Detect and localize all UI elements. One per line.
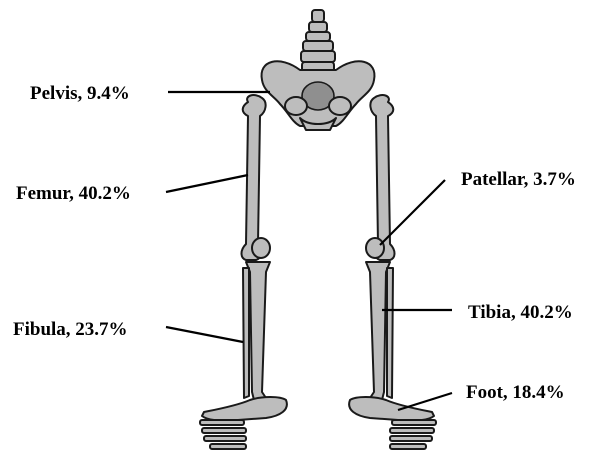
tibia-label: Tibia, 40.2% <box>468 302 573 323</box>
right-fibula <box>387 268 393 398</box>
left-leg <box>200 95 287 449</box>
foot-label: Foot, 18.4% <box>466 382 565 403</box>
fibula-label: Fibula, 23.7% <box>13 319 128 340</box>
femur-leader <box>166 175 248 192</box>
right-foot <box>349 397 436 449</box>
left-fibula <box>243 268 249 398</box>
right-leg <box>349 95 436 449</box>
pelvis-label: Pelvis, 9.4% <box>30 83 130 104</box>
left-patella <box>252 238 270 258</box>
fibula-leader <box>166 327 243 342</box>
foot-leader <box>398 393 452 410</box>
left-femur <box>242 95 266 260</box>
pelvis <box>262 61 375 130</box>
femur-label: Femur, 40.2% <box>16 183 131 204</box>
patellar-label: Patellar, 3.7% <box>461 169 576 190</box>
left-foot <box>200 397 287 449</box>
right-patella <box>366 238 384 258</box>
